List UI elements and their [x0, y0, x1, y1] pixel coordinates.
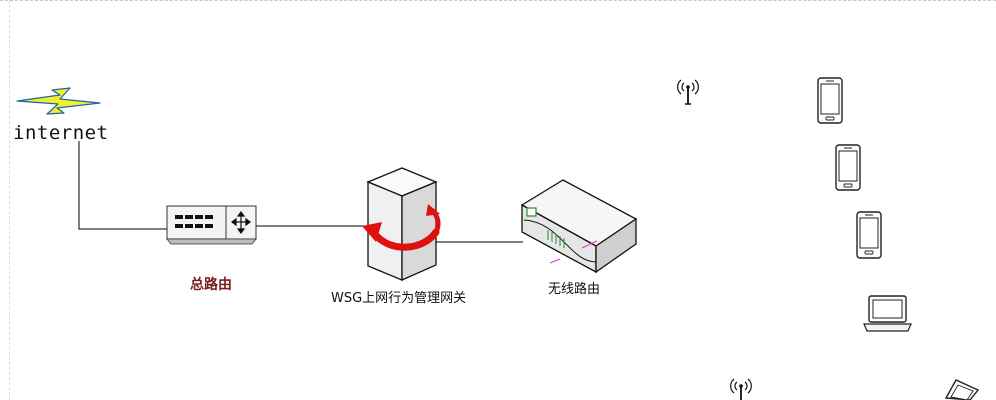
- smartphone-icon: [856, 211, 882, 259]
- switch-icon: [166, 205, 257, 245]
- smartphone-icon: [817, 77, 843, 124]
- smartphone-icon: [835, 144, 861, 191]
- laptop-icon: [863, 295, 912, 332]
- wsg-gateway-label: WSG上网行为管理网关: [331, 291, 467, 306]
- internet-label: internet: [13, 122, 109, 144]
- main-router-label: 总路由: [190, 277, 232, 293]
- lightning-icon: [16, 87, 101, 115]
- antenna-icon: [677, 79, 699, 105]
- link-internet-to-router: [78, 141, 168, 230]
- wireless-router-icon: [520, 179, 638, 274]
- laptop-icon: [944, 379, 980, 400]
- connection-lines: [78, 141, 523, 243]
- antenna-icon: [730, 378, 752, 400]
- page-left-border: [9, 0, 10, 400]
- page-top-border: [0, 0, 996, 1]
- server-tower-icon: [362, 167, 441, 281]
- wireless-router-label: 无线路由: [548, 282, 601, 297]
